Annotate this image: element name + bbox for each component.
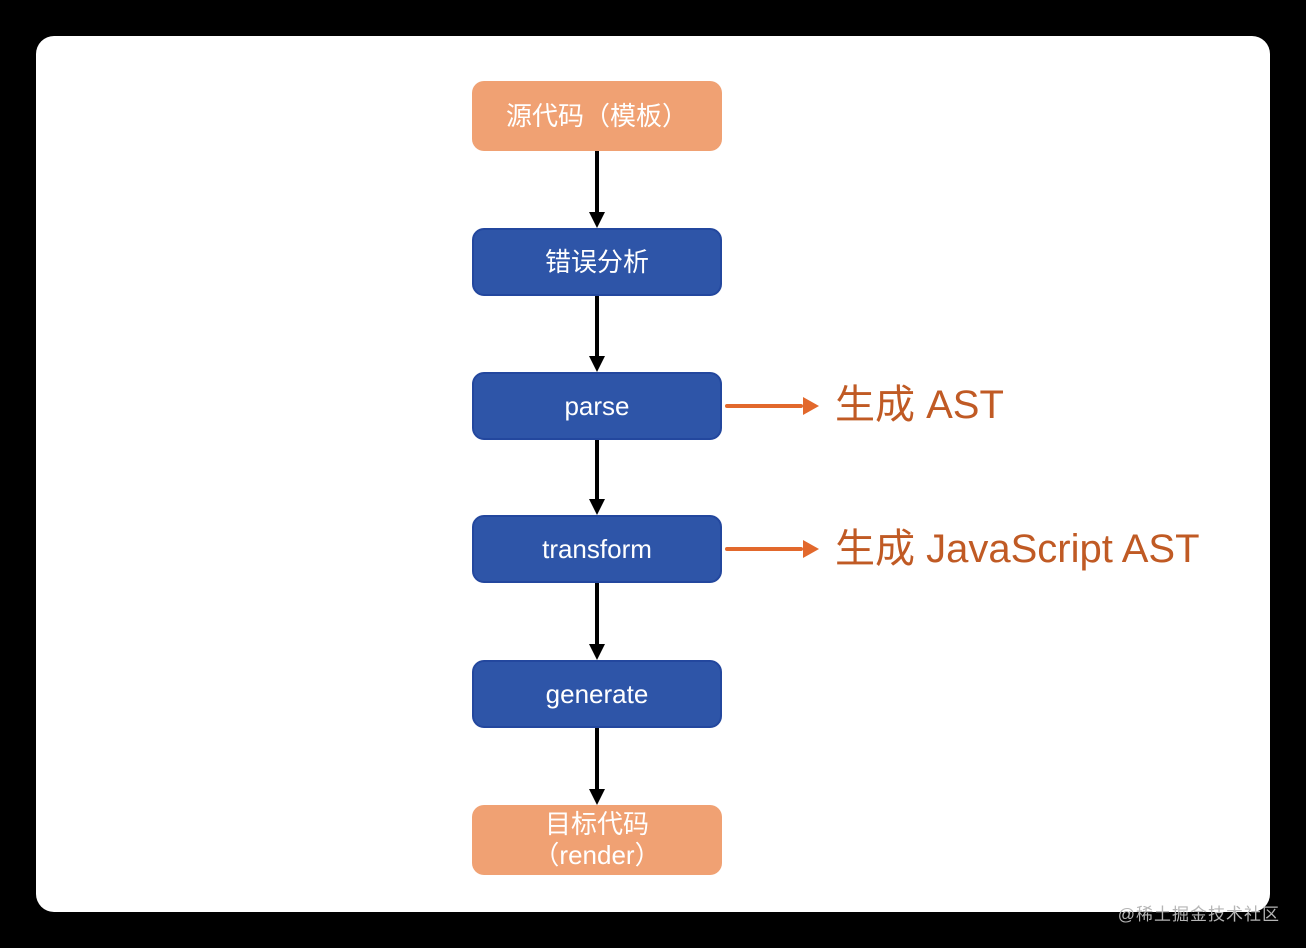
arrow-line <box>595 728 599 789</box>
watermark: @稀土掘金技术社区 <box>1117 905 1280 924</box>
flow-step-label: transform <box>542 533 652 564</box>
arrow-line <box>595 151 599 212</box>
flow-step-parse: parse <box>472 372 722 440</box>
flow-step-label: parse <box>564 390 630 421</box>
arrow-head-icon <box>589 499 605 515</box>
arrow-head-icon <box>589 212 605 228</box>
arrow-right-parse <box>725 397 819 415</box>
arrow-head-icon <box>589 356 605 372</box>
flow-step-label: generate <box>545 678 649 709</box>
arrow-down-3 <box>589 440 605 515</box>
arrow-line <box>595 440 599 499</box>
arrow-head-icon <box>589 644 605 660</box>
arrow-down-5 <box>589 728 605 805</box>
arrow-line <box>725 404 803 408</box>
flow-step-source-code: 源代码（模板） <box>472 81 722 151</box>
arrow-down-2 <box>589 296 605 372</box>
flow-step-label: 错误分析 <box>544 246 649 277</box>
arrow-head-icon <box>803 397 819 415</box>
flow-step-generate: generate <box>472 660 722 728</box>
annotation-generate-js-ast: 生成 JavaScript AST <box>835 527 1200 571</box>
arrow-head-icon <box>589 789 605 805</box>
flow-step-error-analysis: 错误分析 <box>472 228 722 296</box>
arrow-line <box>595 583 599 644</box>
flow-step-label: 目标代码 （render） <box>533 809 661 870</box>
flow-step-label: 源代码（模板） <box>505 100 688 131</box>
arrow-down-4 <box>589 583 605 660</box>
flow-step-transform: transform <box>472 515 722 583</box>
arrow-head-icon <box>803 540 819 558</box>
arrow-right-transform <box>725 540 819 558</box>
flow-step-target-code: 目标代码 （render） <box>472 805 722 875</box>
diagram-card: 源代码（模板） 错误分析 parse 生成 AST tran <box>36 36 1270 912</box>
annotation-generate-ast: 生成 AST <box>835 383 1004 427</box>
arrow-down-1 <box>589 151 605 228</box>
arrow-line <box>725 547 803 551</box>
arrow-line <box>595 296 599 356</box>
